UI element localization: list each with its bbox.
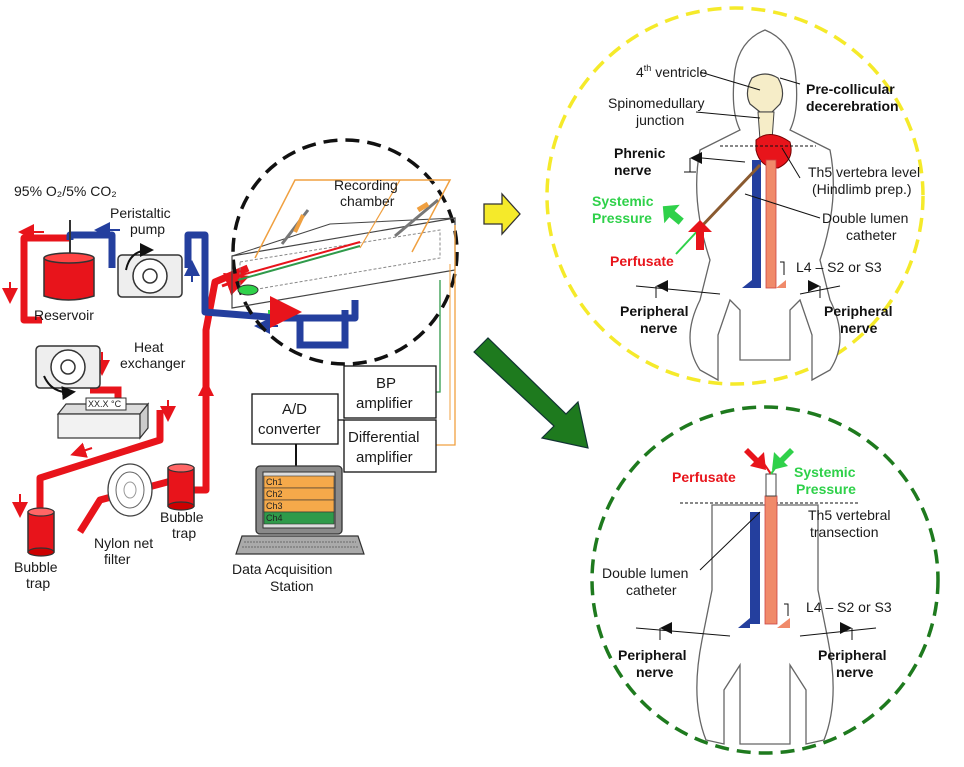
- recording-chamber-group: Recording chamber: [231, 138, 459, 446]
- spinomedullary-label-1: Spinomedullary: [608, 95, 705, 111]
- nylon-filter: [107, 463, 153, 517]
- diff-amplifier-box: [343, 419, 437, 473]
- green-dashed-circle: [590, 405, 940, 755]
- double-lumen-label-2: catheter: [846, 227, 897, 243]
- red-tube-to-trap: [36, 410, 164, 530]
- peripheral-right-bottom-2: nerve: [836, 664, 874, 680]
- systemic-pressure-label-1: Systemic: [592, 193, 654, 209]
- peripheral-left-bottom-2: nerve: [636, 664, 674, 680]
- pre-collicular-label-1: Pre-collicular: [806, 81, 895, 97]
- red-tube: [20, 234, 70, 324]
- recording-chamber-label-1: Recording: [334, 177, 398, 193]
- bubble-trap-left-label-2: trap: [26, 575, 50, 591]
- bubble-trap-right: [167, 463, 195, 511]
- bubble-trap-right-label-1: Bubble: [160, 509, 204, 525]
- diff-amplifier-label-2: amplifier: [356, 449, 413, 466]
- bp-amplifier-label-1: BP: [376, 375, 396, 392]
- bubble-trap-left: [27, 507, 55, 557]
- red-tube-return: [192, 264, 250, 494]
- th5-level-label-2: (Hindlimb prep.): [812, 181, 912, 197]
- systemic-pressure-label-2: Pressure: [592, 210, 652, 226]
- green-arrow: [473, 337, 589, 449]
- bubble-trap-right-label-2: trap: [172, 525, 196, 541]
- heat-exchanger: [56, 397, 150, 440]
- diff-amplifier-label-1: Differential: [348, 429, 419, 446]
- peripheral-left-label-1: Peripheral: [620, 303, 688, 319]
- peristaltic-pump-top: [117, 243, 183, 298]
- temp-display: XX.X °C: [88, 399, 122, 409]
- channel-3: Ch3: [266, 501, 283, 511]
- phrenic-label-1: Phrenic: [614, 145, 666, 161]
- nylon-filter-label-2: filter: [104, 551, 131, 567]
- hindlimb-prep: [590, 405, 940, 755]
- daq-station-label-1: Data Acquisition: [232, 561, 332, 577]
- ad-converter-label-2: converter: [258, 421, 321, 438]
- pre-collicular-label-2: decerebration: [806, 98, 899, 114]
- heat-exchanger-label-1: Heat: [134, 339, 164, 355]
- yellow-dashed-circle: [545, 6, 925, 386]
- daq-computer: [235, 465, 365, 555]
- blue-tube-drain: [296, 310, 349, 349]
- bubble-trap-left-label-1: Bubble: [14, 559, 58, 575]
- l4-s2-label-bottom: L4 – S2 or S3: [806, 599, 892, 615]
- fourth-ventricle-label: 4th ventricle: [636, 63, 708, 80]
- systemic-pressure-bottom-1: Systemic: [794, 464, 856, 480]
- peripheral-right-bottom-1: Peripheral: [818, 647, 886, 663]
- reservoir-label: Reservoir: [34, 307, 94, 323]
- yellow-arrow: [483, 192, 521, 236]
- daq-station-label-2: Station: [270, 578, 314, 594]
- electronics: A/D converter BP amplifier Differential …: [232, 365, 437, 594]
- gas-label: 95% O₂/5% CO₂: [14, 183, 117, 199]
- l4-s2-label-top: L4 – S2 or S3: [796, 259, 882, 275]
- chamber-magnify-circle: [231, 138, 459, 366]
- nylon-filter-label-1: Nylon net: [94, 535, 153, 551]
- peripheral-left-bottom-1: Peripheral: [618, 647, 686, 663]
- perfusate-label-bottom: Perfusate: [672, 469, 736, 485]
- spinomedullary-label-2: junction: [635, 112, 684, 128]
- heat-exchanger-label-2: exchanger: [120, 355, 186, 371]
- double-lumen-bottom-1: Double lumen: [602, 565, 688, 581]
- th5-transection-label-2: transection: [810, 524, 878, 540]
- perfusate-label-top: Perfusate: [610, 253, 674, 269]
- peristaltic-pump-bottom: [35, 345, 101, 400]
- peripheral-left-label-2: nerve: [640, 320, 678, 336]
- recording-chamber-label-2: chamber: [340, 193, 395, 209]
- peristaltic-pump-label-1: Peristaltic: [110, 205, 171, 221]
- bp-amplifier-box: [343, 365, 437, 419]
- channel-1: Ch1: [266, 477, 283, 487]
- channel-4: Ch4: [266, 513, 283, 523]
- peristaltic-pump-label-2: pump: [130, 221, 165, 237]
- systemic-pressure-bottom-2: Pressure: [796, 481, 856, 497]
- peripheral-right-label-2: nerve: [840, 320, 878, 336]
- decerebrate-prep: [545, 6, 925, 386]
- ad-converter-label-1: A/D: [282, 401, 307, 418]
- th5-transection-label-1: Th5 vertebral: [808, 507, 890, 523]
- channel-2: Ch2: [266, 489, 283, 499]
- reservoir: [43, 220, 95, 301]
- ad-converter-box: [251, 393, 339, 445]
- th5-level-label-1: Th5 vertebra level: [808, 164, 920, 180]
- perfusion-circuit: 95% O₂/5% CO₂ Reservoir: [2, 183, 359, 591]
- phrenic-label-2: nerve: [614, 162, 652, 178]
- double-lumen-label-1: Double lumen: [822, 210, 908, 226]
- double-lumen-bottom-2: catheter: [626, 582, 677, 598]
- peripheral-right-label-1: Peripheral: [824, 303, 892, 319]
- bp-amplifier-label-2: amplifier: [356, 395, 413, 412]
